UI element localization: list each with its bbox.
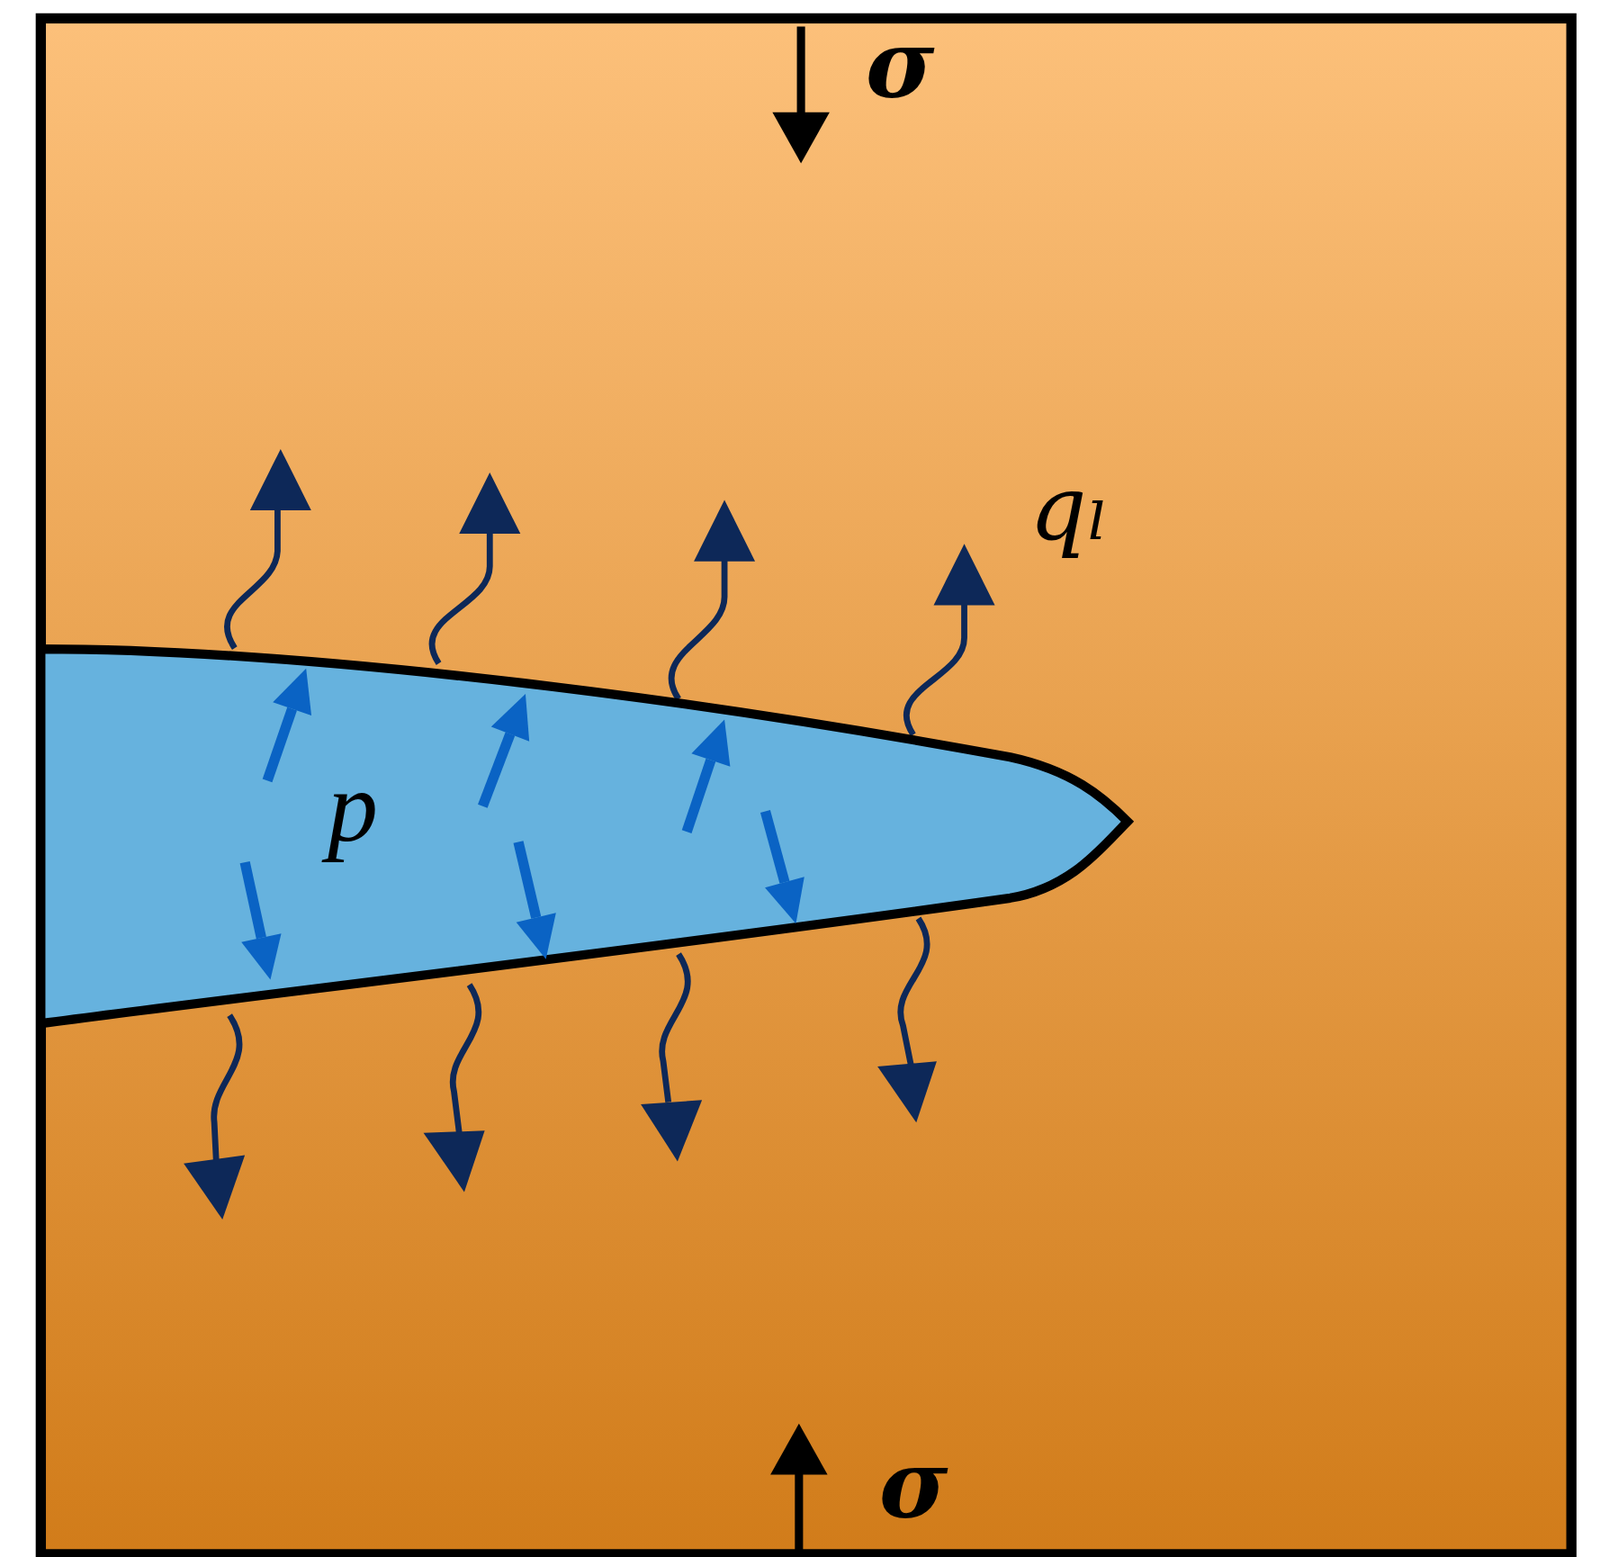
pressure-arrows [241, 668, 805, 980]
stress-label: σ [865, 17, 935, 112]
stress-label: σ [879, 1438, 949, 1532]
leak-off-label: qₗ [1029, 463, 1109, 554]
rock-block [40, 17, 1572, 1555]
fracture: p [35, 629, 1161, 1053]
fracture-outline [35, 629, 1161, 1053]
fracture-shape [40, 648, 1128, 1024]
pressure-label: p [327, 755, 378, 857]
